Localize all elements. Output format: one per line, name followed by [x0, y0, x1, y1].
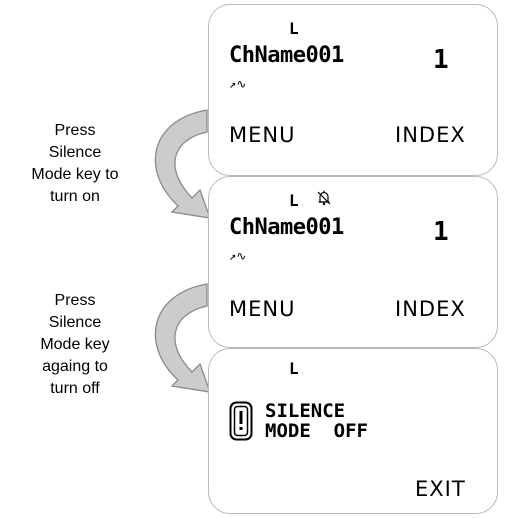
message-line-2: MODE OFF — [265, 420, 368, 442]
status-icons: ↗∿ — [229, 249, 247, 263]
message-line-1: SILENCE — [265, 400, 346, 422]
caption-line: Silence — [48, 144, 102, 161]
channel-number: 1 — [433, 45, 449, 75]
pager-screen-normal: L ChName001 1 ↗∿ MENU INDEX — [208, 4, 498, 176]
channel-name: ChName001 — [229, 215, 344, 240]
caption-line: againg to — [42, 358, 108, 375]
turn-off-arrow — [154, 283, 211, 393]
channel-name: ChName001 — [229, 43, 344, 68]
caption-line: Mode key — [40, 336, 110, 353]
menu-softkey[interactable]: MENU — [229, 297, 296, 321]
caption-line: turn off — [50, 380, 100, 397]
bell-muted-icon — [317, 190, 331, 206]
menu-softkey[interactable]: MENU — [229, 123, 296, 147]
caption-line: turn on — [50, 188, 100, 205]
caption-line: Press — [54, 122, 96, 139]
index-softkey[interactable]: INDEX — [395, 297, 466, 321]
signal-indicator: L — [289, 191, 299, 210]
caption-line: Silence — [48, 314, 102, 331]
status-icons: ↗∿ — [229, 77, 247, 91]
pager-screen-silence-on: L ChName001 1 ↗∿ MENU INDEX — [208, 176, 498, 348]
turn-on-caption: Press Silence Mode key to turn on — [0, 120, 150, 208]
channel-number: 1 — [433, 217, 449, 247]
exit-softkey[interactable]: EXIT — [415, 477, 466, 501]
pager-alert-icon — [229, 401, 253, 441]
pager-screen-silence-off: L SILENCE MODE OFF EXIT — [208, 348, 498, 514]
signal-indicator: L — [289, 359, 299, 378]
turn-on-arrow — [154, 109, 211, 219]
turn-off-caption: Press Silence Mode key againg to turn of… — [0, 290, 150, 400]
index-softkey[interactable]: INDEX — [395, 123, 466, 147]
caption-line: Press — [54, 292, 96, 309]
caption-line: Mode key to — [31, 166, 119, 183]
signal-indicator: L — [289, 19, 299, 38]
